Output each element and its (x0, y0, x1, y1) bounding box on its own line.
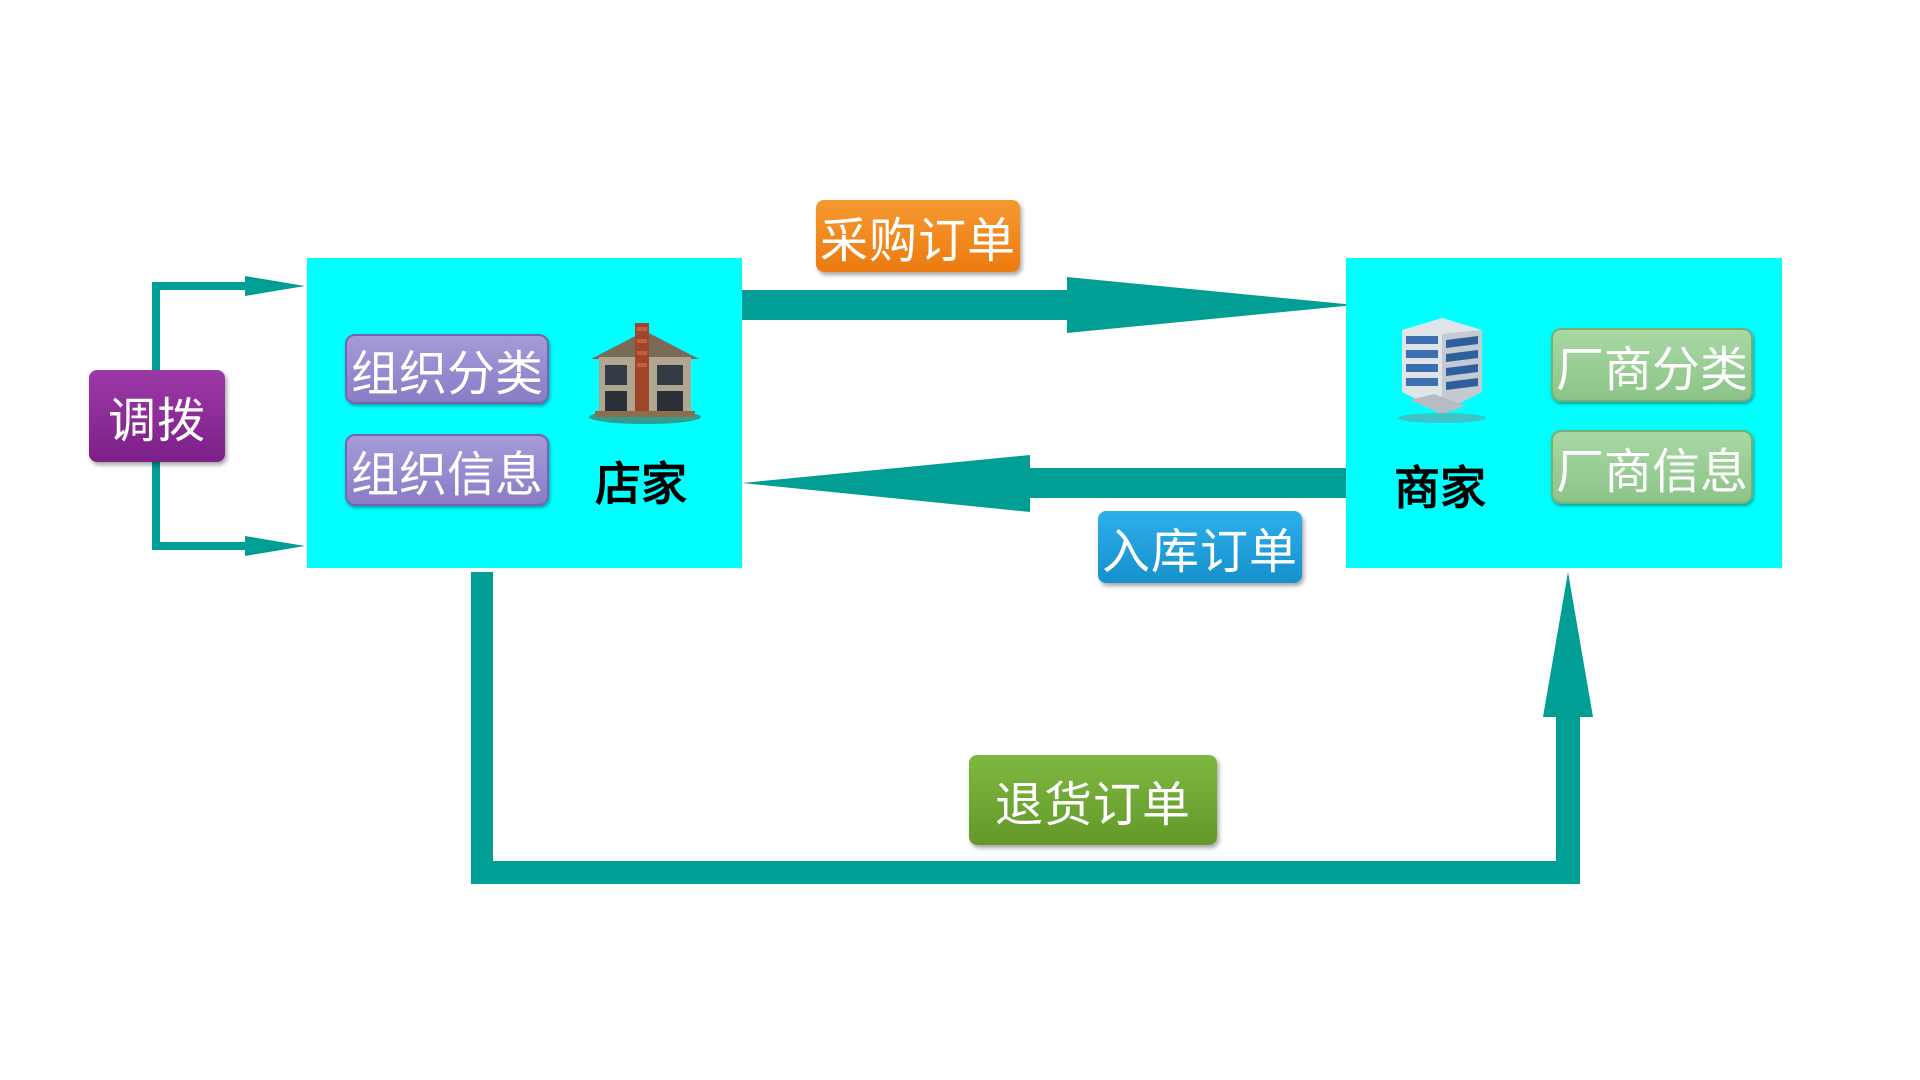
transfer-arrows (152, 276, 305, 556)
org-info-button[interactable]: 组织信息 (345, 434, 549, 506)
vendor-category-button[interactable]: 厂商分类 (1551, 328, 1753, 402)
merchant-label: 商家 (1394, 461, 1486, 515)
vendor-info-button[interactable]: 厂商信息 (1551, 430, 1753, 504)
store-panel: 组织分类 组织信息 店家 (307, 258, 742, 568)
office-building-icon (1386, 314, 1498, 426)
purchase-arrow (742, 277, 1355, 333)
return-order-tag[interactable]: 退货订单 (969, 755, 1217, 845)
transfer-tag[interactable]: 调拨 (89, 370, 225, 462)
merchant-panel: 商家 厂商分类 厂商信息 (1346, 258, 1782, 568)
inbound-arrow (742, 455, 1355, 512)
purchase-order-tag[interactable]: 采购订单 (816, 200, 1020, 272)
org-category-button[interactable]: 组织分类 (345, 334, 549, 404)
inbound-order-tag[interactable]: 入库订单 (1098, 511, 1302, 583)
store-label: 店家 (595, 457, 687, 511)
house-icon (585, 313, 705, 425)
